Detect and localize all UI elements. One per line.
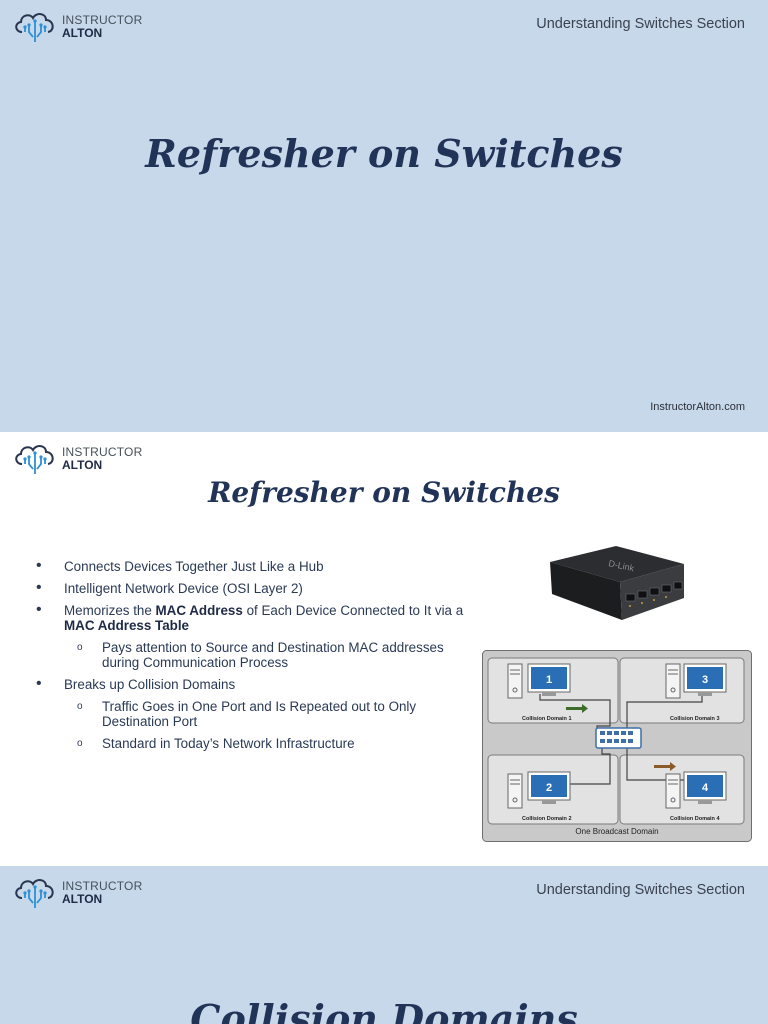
collision-domain-label: Collision Domain 3 — [670, 716, 720, 722]
slide-2: INSTRUCTOR ALTON Refresher on Switches •… — [0, 432, 768, 866]
svg-text:3: 3 — [702, 674, 708, 686]
bullet-list: •Connects Devices Together Just Like a H… — [36, 557, 466, 758]
logo-line1: INSTRUCTOR — [62, 879, 143, 893]
slide-title: Refresher on Switches — [145, 131, 623, 176]
logo-line2: ALTON — [62, 26, 103, 40]
site-url: InstructorAlton.com — [650, 401, 745, 413]
cloud-circuit-icon — [15, 13, 54, 42]
logo: INSTRUCTOR ALTON — [12, 10, 142, 44]
cloud-circuit-icon — [15, 445, 54, 474]
svg-text:2: 2 — [546, 782, 552, 794]
computer-1-icon: 1 — [507, 663, 571, 699]
bullet-item: •Connects Devices Together Just Like a H… — [36, 557, 324, 575]
collision-domain-label: Collision Domain 2 — [522, 816, 572, 822]
bullet-item: •Intelligent Network Device (OSI Layer 2… — [36, 579, 303, 597]
slide-1: INSTRUCTOR ALTON Understanding Switches … — [0, 0, 768, 432]
logo: INSTRUCTOR ALTON — [12, 442, 142, 476]
computer-2-icon: 2 — [507, 771, 571, 809]
logo-line1: INSTRUCTOR — [62, 445, 143, 459]
svg-text:4: 4 — [702, 782, 709, 794]
computer-4-icon: 4 — [665, 771, 727, 809]
slide-title: Refresher on Switches — [208, 476, 560, 509]
section-label: Understanding Switches Section — [536, 16, 745, 32]
network-switch-image: D-Link — [550, 546, 684, 620]
logo-line2: ALTON — [62, 892, 103, 906]
arrow-right-icon — [654, 762, 676, 771]
bullet-item: •Breaks up Collision Domains — [36, 675, 236, 693]
bullet-item: •Memorizes the MAC Address of Each Devic… — [36, 601, 464, 634]
collision-domain-label: Collision Domain 1 — [522, 716, 572, 722]
svg-text:1: 1 — [546, 674, 552, 686]
slide-title: Collision Domains — [190, 996, 578, 1024]
section-label: Understanding Switches Section — [536, 882, 745, 898]
slide-3: INSTRUCTOR ALTON Understanding Switches … — [0, 866, 768, 1024]
collision-domain-label: Collision Domain 4 — [670, 816, 720, 822]
computer-3-icon: 3 — [665, 663, 727, 699]
logo-line2: ALTON — [62, 458, 103, 472]
collision-domain-diagram: 1 3 2 4 — [482, 650, 752, 842]
cloud-circuit-icon — [15, 879, 54, 908]
logo: INSTRUCTOR ALTON — [12, 876, 142, 910]
arrow-right-icon — [566, 704, 588, 713]
logo-line1: INSTRUCTOR — [62, 13, 143, 27]
broadcast-domain-label: One Broadcast Domain — [575, 827, 658, 836]
